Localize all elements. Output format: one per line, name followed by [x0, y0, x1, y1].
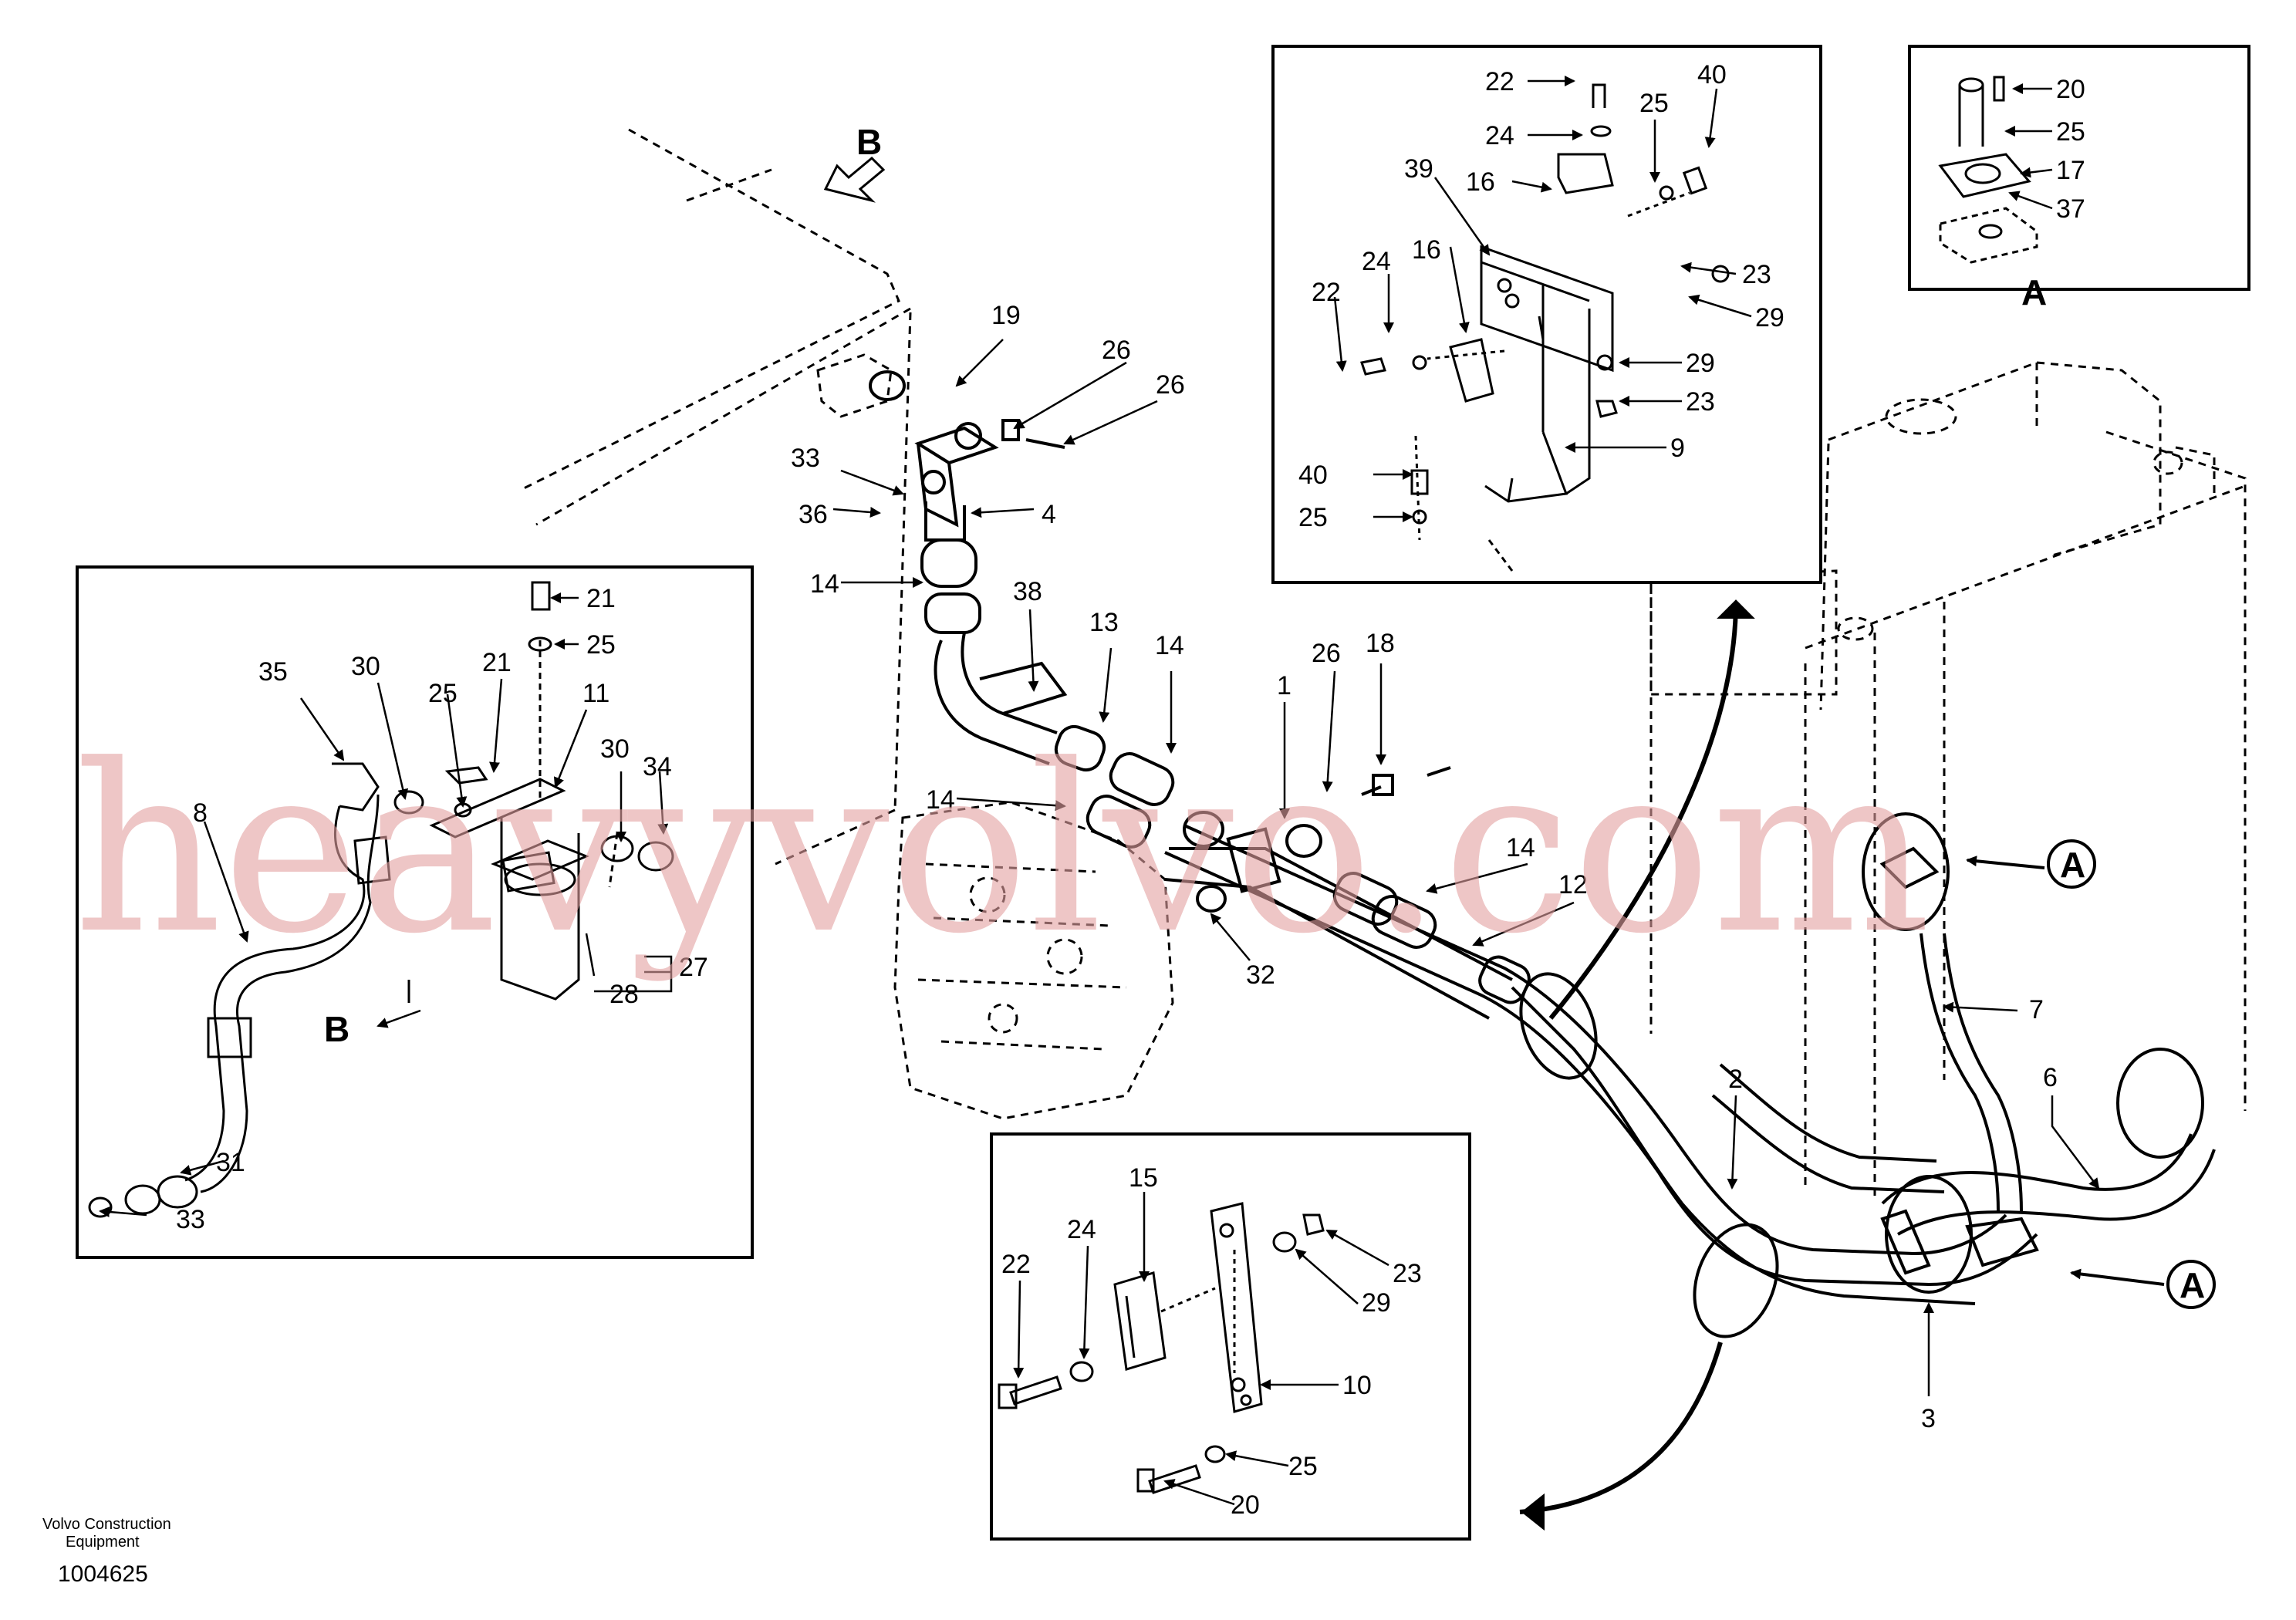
callout-12: 12 — [1558, 870, 1588, 899]
footer-company-line2: Equipment — [66, 1534, 140, 1551]
hydraulic-hoses — [869, 370, 2216, 1531]
top-callout-22: 22 — [1485, 67, 1514, 96]
left-callout-27: 27 — [679, 953, 708, 982]
left-callout-31: 31 — [216, 1148, 245, 1177]
top-callout-16b: 16 — [1412, 235, 1441, 265]
callout-6: 6 — [2043, 1063, 2058, 1092]
bottom-callout-25: 25 — [1288, 1452, 1318, 1481]
left-callout-28: 28 — [609, 980, 639, 1009]
left-callout-25b: 25 — [428, 679, 458, 708]
callout-32: 32 — [1246, 960, 1275, 990]
watermark: heavyvolvo.com — [73, 715, 1931, 984]
callout-4: 4 — [1042, 500, 1056, 529]
machine-outline — [520, 128, 2247, 1196]
callout-1: 1 — [1277, 671, 1292, 700]
main-callouts: 19 26 26 33 36 4 14 38 13 14 14 1 26 18 … — [791, 301, 2058, 1433]
left-callout-35: 35 — [258, 657, 288, 687]
callout-2: 2 — [1728, 1065, 1743, 1094]
drawing-number: 1004625 — [58, 1561, 148, 1587]
left-callout-21b: 21 — [482, 648, 512, 677]
bottom-callout-29: 29 — [1362, 1288, 1391, 1318]
callout-19: 26 — [1156, 370, 1185, 400]
callout-38: 38 — [1013, 577, 1042, 606]
view-b-arrow: B — [823, 122, 886, 203]
callout-14-a: 14 — [810, 569, 839, 599]
inset-a: 20 25 17 37 A — [1908, 45, 2250, 312]
top-callout-39: 39 — [1404, 154, 1433, 184]
a-callout-25: 25 — [2056, 117, 2085, 147]
main-leaders — [832, 339, 2100, 1396]
callout-33: 33 — [791, 444, 820, 473]
view-a-label-2: A — [2180, 1265, 2205, 1305]
view-a-markers: A A — [1966, 839, 2216, 1309]
top-callout-23b: 23 — [1686, 387, 1715, 417]
top-callout-9: 9 — [1670, 434, 1685, 463]
top-callout-29b: 29 — [1686, 349, 1715, 378]
inset-bottom-bracket: 15 24 22 23 29 10 25 20 — [990, 1132, 1471, 1541]
inset-left-b-label: B — [324, 1009, 349, 1049]
view-b-label: B — [856, 122, 882, 162]
footer-company-line1: Volvo Construction — [42, 1516, 171, 1533]
left-callout-11: 11 — [582, 679, 609, 708]
bottom-callout-10: 10 — [1342, 1371, 1372, 1400]
callout-14-c: 14 — [926, 785, 955, 815]
left-callout-30b: 30 — [600, 734, 630, 764]
bottom-callout-15: 15 — [1129, 1163, 1158, 1193]
left-callout-25a: 25 — [586, 630, 616, 660]
top-callout-25: 25 — [1639, 89, 1669, 118]
callout-14-b: 14 — [1155, 631, 1184, 660]
a-callout-17: 17 — [2056, 156, 2085, 185]
callout-26-top: 26 — [1102, 336, 1131, 365]
callout-14-d: 14 — [1506, 833, 1535, 862]
a-callout-20: 20 — [2056, 75, 2085, 104]
inset-left-filter: 21 25 35 30 21 25 11 30 34 8 27 28 31 33… — [76, 565, 754, 1259]
top-callout-29a: 29 — [1755, 303, 1784, 332]
top-callout-40b: 40 — [1298, 461, 1328, 490]
bottom-callout-22: 22 — [1001, 1250, 1031, 1279]
left-callout-34: 34 — [643, 752, 672, 781]
bottom-callout-20: 20 — [1231, 1490, 1260, 1520]
inset-a-title: A — [2021, 272, 2047, 312]
callout-36: 36 — [799, 500, 828, 529]
left-callout-33: 33 — [176, 1205, 205, 1234]
a-callout-37: 37 — [2056, 194, 2085, 224]
callout-3: 3 — [1921, 1404, 1936, 1433]
bottom-callout-23: 23 — [1393, 1259, 1422, 1288]
callout-26-mid: 26 — [1312, 639, 1341, 668]
top-callout-22b: 22 — [1312, 278, 1341, 307]
callout-18: 18 — [1366, 629, 1395, 658]
callout-7: 7 — [2029, 995, 2044, 1024]
view-a-label-1: A — [2060, 845, 2085, 885]
top-callout-23a: 23 — [1742, 260, 1771, 289]
inset-top-bracket: 22 24 25 40 39 16 16 22 24 23 29 29 23 4… — [1271, 45, 1822, 584]
top-callout-40: 40 — [1697, 60, 1727, 89]
top-callout-24b: 24 — [1362, 247, 1391, 276]
bottom-callout-24: 24 — [1067, 1215, 1096, 1244]
callout-5: 19 — [991, 301, 1021, 330]
left-callout-21a: 21 — [586, 584, 616, 613]
left-callout-8: 8 — [193, 798, 208, 828]
top-callout-24: 24 — [1485, 121, 1514, 150]
callout-13: 13 — [1089, 608, 1119, 637]
left-callout-30a: 30 — [351, 652, 380, 681]
top-callout-25b: 25 — [1298, 503, 1328, 532]
footer: Volvo Construction Equipment 1004625 — [42, 1516, 171, 1587]
top-callout-16a: 16 — [1466, 167, 1495, 197]
